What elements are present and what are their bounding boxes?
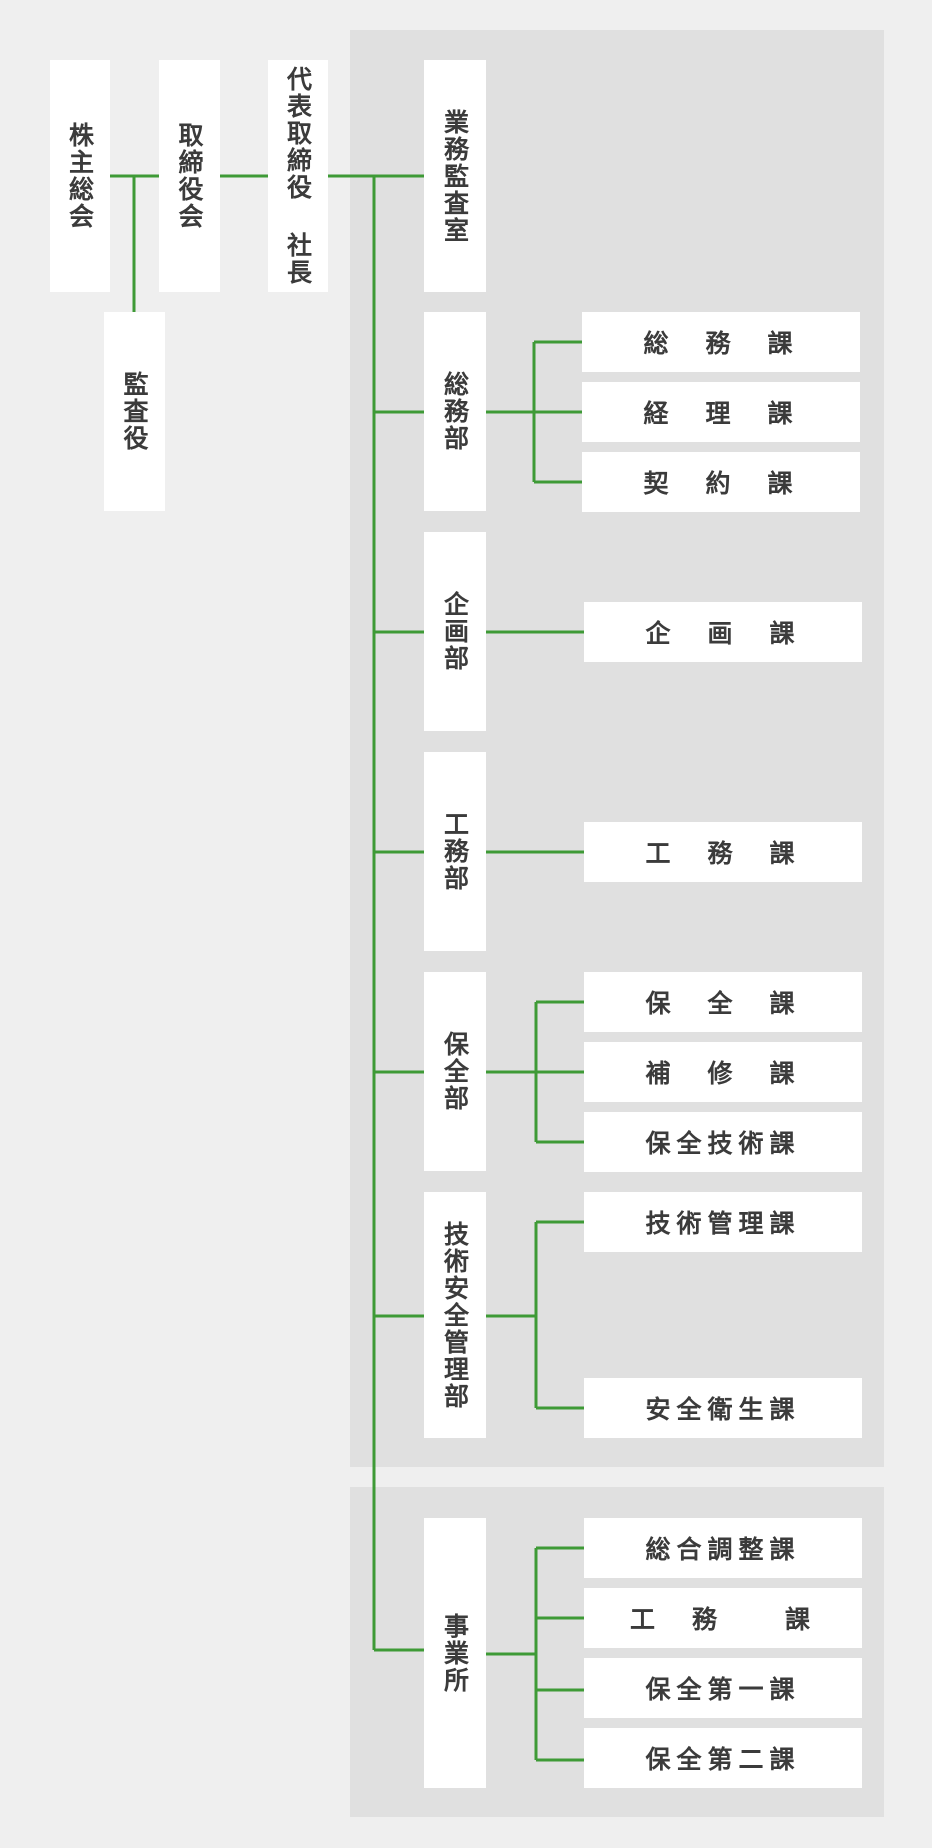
safety-box: 技術安全管理部 [424,1192,486,1438]
section-box: 総合調整課 [584,1518,862,1578]
board-label: 取締役会 [175,122,204,230]
section-box: 補 修 課 [584,1042,862,1102]
president-label: 代表取締役 社長 [283,66,313,286]
section-label: 企 画 課 [645,619,801,648]
section-box: 契 約 課 [582,452,860,512]
section-label: 契 約 課 [643,469,799,498]
shareholders-label: 株主総会 [65,122,95,230]
section-box: 安全衛生課 [584,1378,862,1438]
section-label: 経 理 課 [643,399,799,428]
auditor-box: 監査役 [104,312,165,511]
section-box: 保全第一課 [584,1658,862,1718]
board-box: 取締役会 [159,60,220,292]
general-affairs-box: 総務部 [424,312,486,511]
section-box: 工 務 課 [584,1588,862,1648]
maintenance-box: 保全部 [424,972,486,1171]
section-label: 技術管理課 [645,1209,801,1238]
section-box: 経 理 課 [582,382,860,442]
section-box: 企 画 課 [584,602,862,662]
section-box: 技術管理課 [584,1192,862,1252]
section-label: 総合調整課 [645,1535,801,1564]
section-label: 保全第二課 [645,1745,801,1774]
section-label: 安全衛生課 [645,1395,801,1424]
office-label: 事業所 [440,1612,470,1694]
president-box: 代表取締役 社長 [268,60,328,292]
section-label: 工 務 課 [629,1605,816,1634]
audit-office-box: 業務監査室 [424,60,486,292]
maintenance-label: 保全部 [440,1031,470,1112]
section-box: 総 務 課 [582,312,860,372]
shareholders-box: 株主総会 [50,60,110,292]
general-affairs-label: 総務部 [440,371,470,452]
planning-label: 企画部 [440,591,470,672]
engineering-label: 工務部 [440,811,470,892]
section-label: 総 務 課 [643,329,799,358]
section-box: 保全第二課 [584,1728,862,1788]
section-label: 保 全 課 [645,989,801,1018]
planning-box: 企画部 [424,532,486,731]
section-box: 保 全 課 [584,972,862,1032]
safety-label: 技術安全管理部 [440,1220,470,1410]
section-label: 工 務 課 [645,839,801,868]
section-label: 保全技術課 [645,1129,801,1158]
section-label: 補 修 課 [645,1059,801,1088]
office-box: 事業所 [424,1518,486,1788]
engineering-box: 工務部 [424,752,486,951]
section-label: 保全第一課 [645,1675,801,1704]
section-box: 保全技術課 [584,1112,862,1172]
auditor-label: 監査役 [120,371,149,452]
audit-office-label: 業務監査室 [440,108,470,244]
section-box: 工 務 課 [584,822,862,882]
